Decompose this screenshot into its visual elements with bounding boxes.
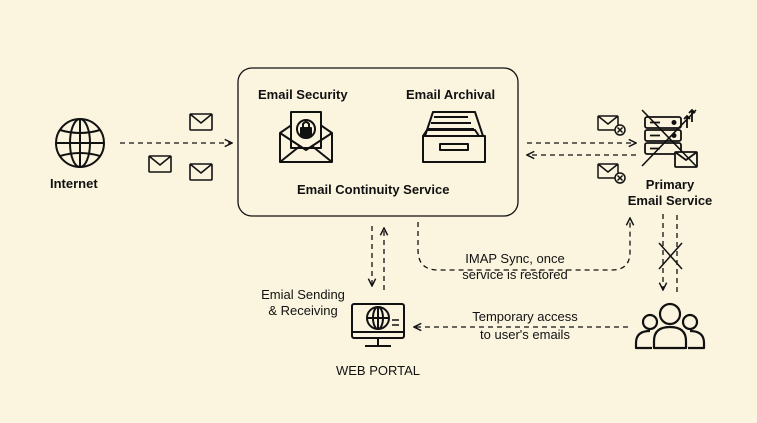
users-group-icon [634, 302, 706, 350]
temporary-access-label-line1: Temporary access [472, 309, 578, 324]
monitor-globe-icon [351, 303, 405, 347]
temporary-access-label-line2: to user's emails [480, 327, 570, 342]
primary-service-label-line2: Email Service [627, 193, 713, 208]
email-archival-label: Email Archival [406, 87, 496, 102]
primary-service-label-line1: Primary [645, 177, 695, 192]
globe-icon [55, 118, 105, 168]
failed-envelope-icon [597, 115, 626, 136]
sending-receiving-label-line2: & Receiving [268, 303, 338, 318]
internet-label: Internet [50, 176, 98, 191]
envelope-icon [148, 155, 172, 173]
failed-envelope-icon [597, 163, 626, 184]
continuity-service-box [237, 67, 519, 217]
continuity-service-title: Email Continuity Service [297, 182, 450, 197]
imap-sync-arrow [417, 218, 630, 271]
broken-link-icon [658, 242, 683, 270]
imap-sync-label-line2: service is restored [462, 267, 568, 282]
inbox-tray-icon [422, 111, 486, 163]
locked-envelope-icon [279, 111, 333, 163]
envelope-icon [189, 113, 213, 131]
web-portal-label: WEB PORTAL [335, 363, 421, 378]
sending-receiving-label-line1: Emial Sending [261, 287, 345, 302]
server-down-icon [641, 108, 698, 168]
envelope-icon [189, 163, 213, 181]
email-security-label: Email Security [258, 87, 348, 102]
imap-sync-label-line1: IMAP Sync, once [465, 251, 565, 266]
